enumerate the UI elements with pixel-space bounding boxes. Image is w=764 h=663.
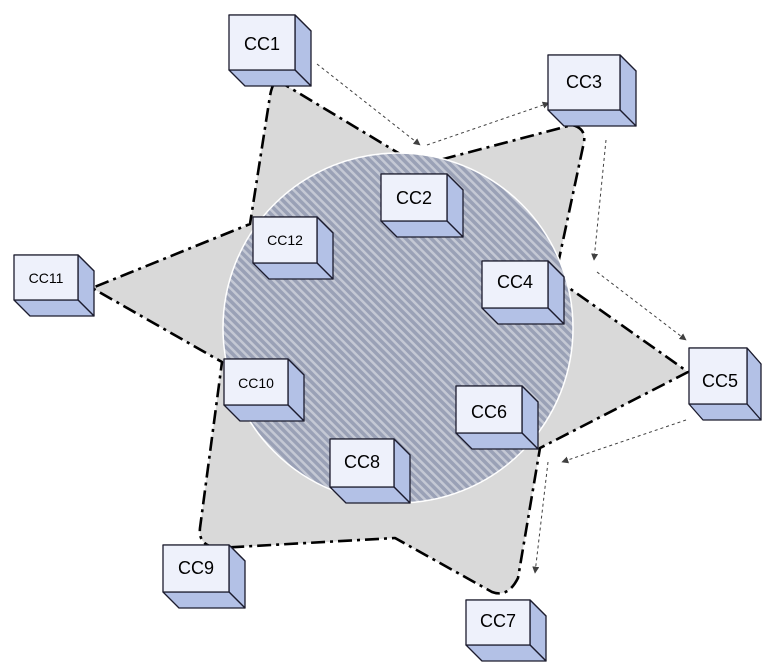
node-cc4[interactable]: CC4 — [481, 260, 565, 325]
node-cc5[interactable]: CC5 — [688, 347, 762, 421]
arrow-layer — [316, 63, 687, 574]
node-cc12[interactable]: CC12 — [252, 216, 334, 280]
arrow-cc1-to-cc2 — [316, 63, 421, 146]
node-label: CC1 — [244, 34, 280, 54]
node-label: CC8 — [344, 452, 380, 472]
box-front-face — [228, 14, 296, 71]
node-label: CC10 — [238, 375, 274, 391]
box-front-face — [252, 216, 318, 264]
node-label: CC11 — [29, 270, 64, 286]
node-cc6[interactable]: CC6 — [455, 385, 539, 450]
node-label: CC7 — [480, 611, 516, 631]
node-label: CC6 — [471, 402, 507, 422]
box-front-face — [13, 254, 79, 301]
node-cc8[interactable]: CC8 — [329, 438, 411, 504]
node-label: CC5 — [702, 371, 738, 391]
box-front-face — [223, 358, 289, 406]
node-cc1[interactable]: CC1 — [228, 14, 312, 87]
box-front-face — [465, 599, 531, 646]
arrow-cc5-to-cc6 — [561, 419, 687, 464]
node-cc9[interactable]: CC9 — [162, 544, 246, 609]
box-front-face — [455, 385, 523, 434]
arrow-cc4-to-cc5 — [596, 271, 687, 341]
node-label: CC12 — [267, 232, 303, 248]
arrow-cc3-to-cc4 — [591, 139, 607, 261]
node-cc10[interactable]: CC10 — [223, 358, 305, 422]
node-cc2[interactable]: CC2 — [380, 173, 464, 238]
box-bottom-face — [547, 109, 637, 127]
node-label: CC9 — [178, 558, 214, 578]
box-front-face — [380, 173, 448, 222]
node-label: CC2 — [396, 188, 432, 208]
box-front-face — [547, 54, 621, 111]
box-front-face — [688, 347, 748, 405]
box-front-face — [481, 260, 549, 309]
node-label: CC3 — [566, 72, 602, 92]
node-cc7[interactable]: CC7 — [465, 599, 547, 662]
box-front-face — [329, 438, 395, 488]
node-cc11[interactable]: CC11 — [13, 254, 95, 317]
node-layer: CC1 CC2 CC3 CC4 CC5 — [13, 14, 762, 662]
node-cc3[interactable]: CC3 — [547, 54, 637, 127]
node-label: CC4 — [497, 272, 533, 292]
box-front-face — [162, 544, 230, 593]
arrow-cc6-to-cc7 — [532, 461, 549, 574]
